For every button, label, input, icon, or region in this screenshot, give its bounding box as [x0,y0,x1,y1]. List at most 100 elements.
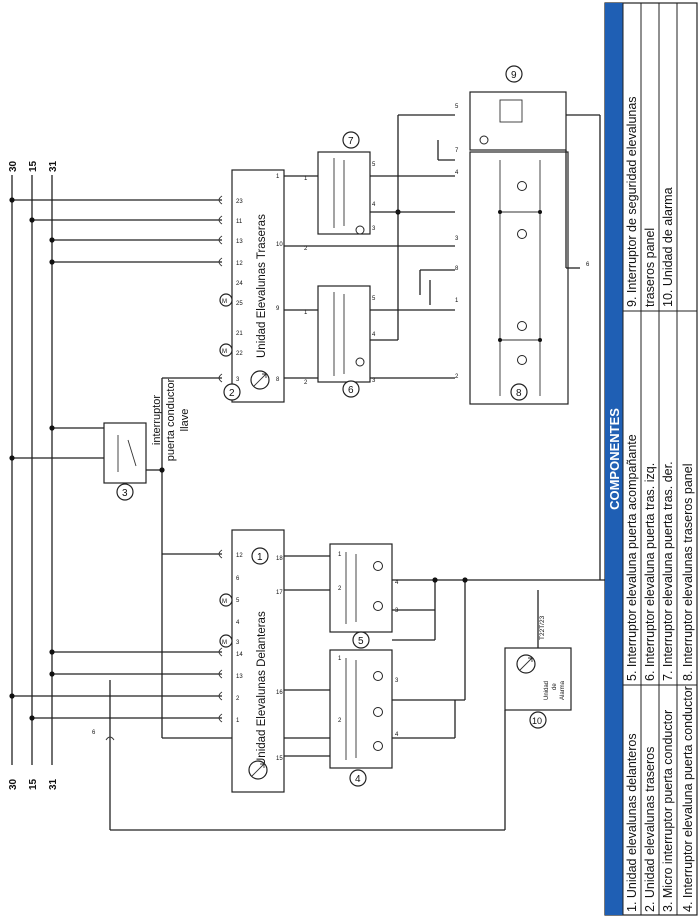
svg-text:1: 1 [338,656,342,662]
svg-text:23: 23 [236,199,243,205]
legend-item-2: 2. Unidad elevalunas traseros [643,747,657,912]
svg-text:8: 8 [276,377,280,383]
bus-label-31-top: 31 [48,160,59,172]
svg-text:11: 11 [236,219,243,225]
legend-table: COMPONENTES 1. Unidad elevalunas delante… [604,2,698,916]
rear-panel-switch: 8 21 83 47 5 [455,104,569,405]
svg-text:M: M [222,599,227,605]
svg-text:4: 4 [455,170,459,176]
svg-text:4: 4 [372,202,376,208]
legend-heading: COMPONENTES [607,408,622,510]
alarm-line-3: Alarma [560,680,566,700]
svg-text:M: M [222,349,227,355]
sw6-number: 6 [348,385,354,396]
svg-text:M: M [222,299,227,305]
front-window-unit: Unidad Elevalunas Delanteras 1 M M 12 6 5… [218,529,285,793]
svg-text:13: 13 [236,239,243,245]
legend-header [605,3,623,915]
svg-text:1: 1 [304,310,308,316]
front-unit-number: 1 [257,552,263,563]
sw7-number: 7 [348,136,354,147]
alarm-line-1: Unidad [544,681,550,700]
svg-text:13: 13 [236,674,243,680]
svg-text:5: 5 [372,296,376,302]
svg-text:3: 3 [372,226,376,232]
svg-text:2: 2 [338,718,342,724]
bus-label-15-top: 15 [28,160,39,172]
svg-text:15: 15 [276,756,283,762]
legend-item-6: 6. Interruptor elevaluna puerta tras. iz… [643,463,657,681]
panel8-number: 8 [516,388,522,399]
driver-window-switch: 4 34 12 [329,649,399,787]
svg-text:M: M [222,640,227,646]
legend-item-1: 1. Unidad elevalunas delanteros [625,733,639,912]
bus-label-31-bottom: 31 [48,778,59,790]
svg-text:1: 1 [304,176,308,182]
sw5-number: 5 [358,636,364,647]
key-switch-label-1: interruptor [151,395,163,445]
svg-text:2: 2 [304,246,308,252]
bus-label-15-bottom: 15 [28,778,39,790]
rear-unit-number: 2 [229,388,235,399]
rear-right-switch: 7 5 4 3 1 2 [304,131,376,252]
svg-text:2: 2 [455,374,459,380]
legend-item-7: 7. Interruptor elevaluna puerta tras. de… [661,461,675,681]
svg-text:18: 18 [276,556,283,562]
svg-text:4: 4 [372,332,376,338]
alarm-unit: Unidad de Alarma 10 T22T/23 [504,590,572,729]
alarm-number: 10 [532,716,542,726]
svg-text:24: 24 [236,281,243,287]
bus-label-30-top: 30 [8,160,19,172]
safety9-number: 9 [511,70,517,81]
legend-item-9: 9. Interruptor de seguridad elevalunas [625,96,639,307]
svg-text:2: 2 [236,696,240,702]
svg-text:3: 3 [236,640,240,646]
svg-text:5: 5 [455,104,459,110]
alarm-connector: T22T/23 [539,615,546,640]
key-switch-label-3: llave [179,409,191,432]
svg-text:3: 3 [395,608,399,614]
alarm-wiring: 6 [92,680,506,831]
svg-text:5: 5 [236,598,240,604]
svg-text:9: 9 [276,306,280,312]
svg-text:3: 3 [455,236,459,242]
svg-text:12: 12 [236,553,243,559]
svg-text:10: 10 [276,242,283,248]
key-switch-number: 3 [122,488,128,499]
svg-text:16: 16 [276,690,283,696]
svg-text:5: 5 [372,162,376,168]
svg-text:2: 2 [304,380,308,386]
rear-left-switch: 6 5 4 3 1 2 [304,285,376,398]
driver-key-switch: 3 interruptor puerta conductor llave [103,377,456,739]
svg-text:17: 17 [276,590,283,596]
legend-item-8: 8. Interruptor elevalunas traseros panel [681,464,695,682]
svg-text:4: 4 [236,620,240,626]
svg-text:2: 2 [338,586,342,592]
svg-text:14: 14 [236,652,243,658]
svg-text:22: 22 [236,351,243,357]
alarm-line-2: de [552,683,558,690]
front-unit-title: Unidad Elevalunas Delanteras [256,611,268,766]
svg-text:3: 3 [236,377,240,383]
alarm-pin: 6 [92,730,96,736]
safety9-pin: 6 [586,262,590,268]
svg-text:21: 21 [236,331,243,337]
svg-text:6: 6 [236,576,240,582]
rear-safety-switch: 9 6 [469,65,590,269]
key-switch-label-2: puerta conductor [165,378,177,461]
svg-text:7: 7 [455,148,459,154]
front-wiring [284,114,605,757]
power-bus: 30 15 31 30 15 31 [8,160,222,790]
rear-unit-title: Unidad Elevalunas Traseras [256,214,268,358]
svg-text:1: 1 [455,298,459,304]
svg-text:1: 1 [276,174,280,180]
legend-item-3: 3. Micro interruptor puerta conductor [661,710,675,912]
passenger-window-switch: 5 43 12 [329,543,399,649]
legend-item-10: 10. Unidad de alarma [661,187,675,307]
svg-text:3: 3 [395,678,399,684]
svg-text:3: 3 [372,378,376,384]
legend-item-9b: traseros panel [643,228,657,307]
svg-text:25: 25 [236,301,243,307]
